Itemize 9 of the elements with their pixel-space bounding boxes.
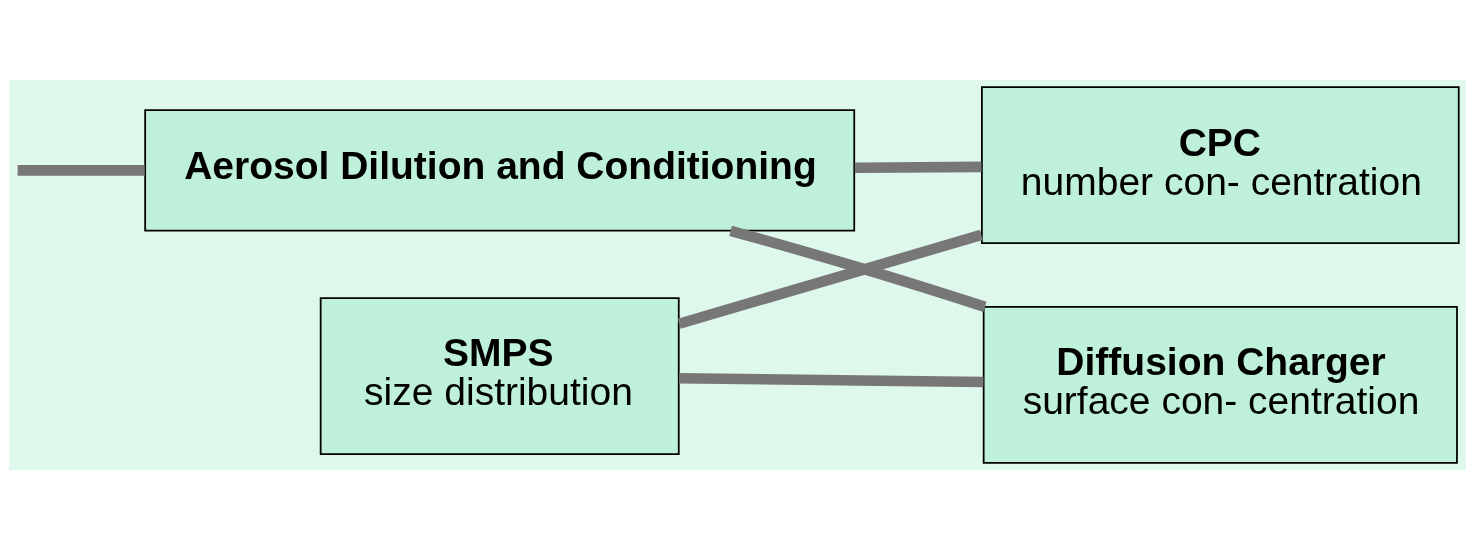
node-box: CPC number con- centration xyxy=(981,85,1460,244)
node-box: Aerosol Dilution and Conditioning xyxy=(144,108,856,232)
node-box: SMPS size distribution xyxy=(319,296,680,455)
node-box: Diffusion Charger surface con- centration xyxy=(982,305,1458,464)
connector xyxy=(677,229,983,329)
connector xyxy=(854,161,982,173)
connector xyxy=(17,164,145,176)
connector xyxy=(679,372,984,387)
connector xyxy=(729,225,987,312)
